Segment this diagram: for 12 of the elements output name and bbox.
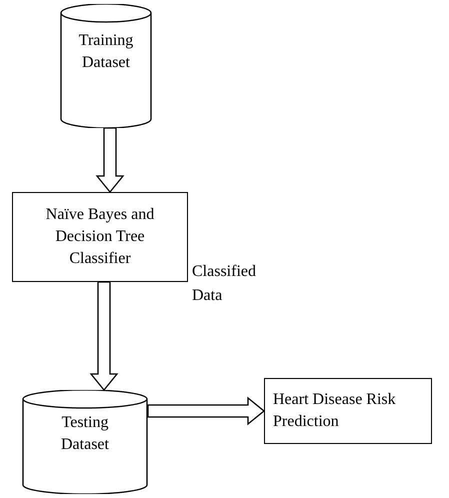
hollow-arrow (147, 396, 266, 426)
node-text: Naïve Bayes and Decision Tree Classifier (44, 205, 156, 269)
database-cylinder (22, 390, 148, 494)
node-text: Training Dataset (78, 31, 134, 73)
database-cylinder (60, 4, 152, 128)
node-text: Testing Dataset (60, 413, 110, 455)
process-box (264, 378, 432, 444)
hollow-arrow (90, 281, 118, 392)
node-text: Heart Disease Risk Prediction (273, 390, 397, 432)
hollow-arrow (96, 127, 124, 194)
process-box (12, 192, 188, 282)
arrow-caption: Classified Data (192, 262, 257, 306)
